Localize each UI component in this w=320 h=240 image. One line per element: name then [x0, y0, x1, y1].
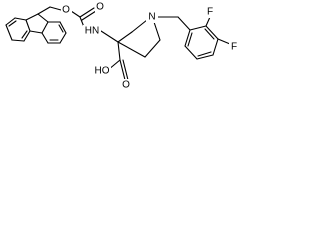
bond [37, 6, 51, 15]
bond [144, 39, 161, 58]
bond [79, 7, 95, 18]
bond [117, 31, 133, 43]
hydroxyl-label: HO [95, 66, 110, 77]
bond [184, 45, 198, 60]
bond [25, 19, 31, 32]
bond [177, 16, 191, 31]
bond [153, 21, 161, 41]
bond [37, 13, 49, 23]
bond [5, 24, 13, 41]
bond [217, 38, 231, 45]
bond [205, 16, 211, 27]
fluorenyl-group [5, 6, 67, 44]
bond [196, 54, 214, 60]
bond [122, 59, 129, 81]
bond [11, 39, 25, 42]
bond [197, 51, 212, 57]
bond [14, 17, 27, 21]
bond [23, 30, 31, 42]
bond [205, 25, 219, 40]
bond [70, 10, 81, 18]
bond [100, 30, 119, 43]
bond [21, 30, 28, 39]
bond [8, 20, 17, 27]
bond [41, 32, 49, 44]
bond [117, 41, 146, 58]
carbamate-group [70, 7, 97, 28]
piperidine-ring [100, 19, 161, 61]
bond [117, 41, 121, 61]
piperidine-nitrogen-label: N [148, 12, 155, 23]
fluorine-ortho-label: F [207, 7, 213, 18]
bond [184, 29, 191, 47]
bond [204, 28, 215, 40]
bond [29, 30, 43, 34]
bond [41, 21, 49, 34]
atom-labels: O O HN N F F HO O [61, 1, 239, 91]
bond [59, 32, 67, 44]
bond [131, 19, 148, 33]
fluorine-para-label: F [231, 42, 237, 53]
bond [119, 59, 126, 81]
bond [58, 24, 64, 33]
bond [25, 13, 39, 21]
benzyl-linker [156, 16, 191, 31]
bond [59, 21, 67, 34]
bond [189, 25, 207, 31]
chemical-structure-diagram: O O HN N F F HO O [5, 1, 239, 91]
acid-carbonyl-oxygen-label: O [122, 80, 130, 91]
ester-oxygen-label: O [62, 5, 70, 16]
difluorophenyl-ring [184, 16, 231, 60]
bond [81, 10, 97, 21]
amine-nh-label: HN [85, 26, 99, 37]
bond [187, 32, 193, 47]
bond [5, 17, 16, 26]
bond [49, 6, 62, 11]
bond [212, 38, 219, 56]
carbonyl-oxygen-label: O [96, 2, 104, 13]
